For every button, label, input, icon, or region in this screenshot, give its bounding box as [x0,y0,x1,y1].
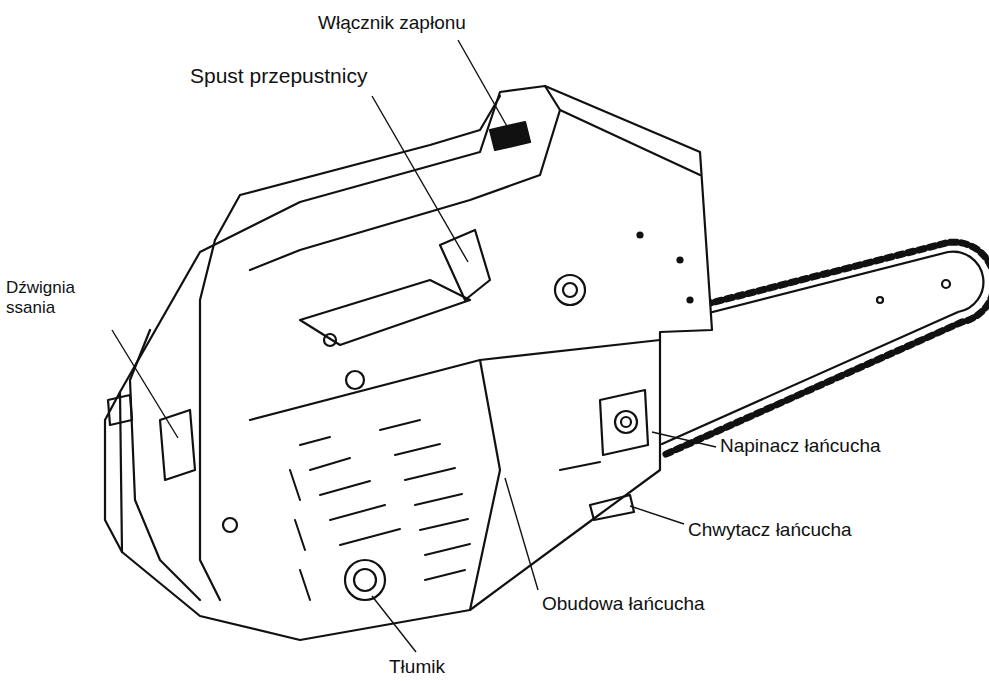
chain-catcher-label: Chwytacz łańcucha [688,519,852,541]
chain-tensioner-label: Napinacz łańcucha [720,435,881,457]
throttle-trigger-label: Spust przepustnicy [190,64,367,88]
ignition-switch-label: Włącznik zapłonu [318,12,466,34]
chain-cover-label: Obudowa łańcucha [542,593,705,615]
muffler-label: Tłumik [389,656,445,678]
choke-lever-label: Dźwignia ssania [6,278,114,317]
